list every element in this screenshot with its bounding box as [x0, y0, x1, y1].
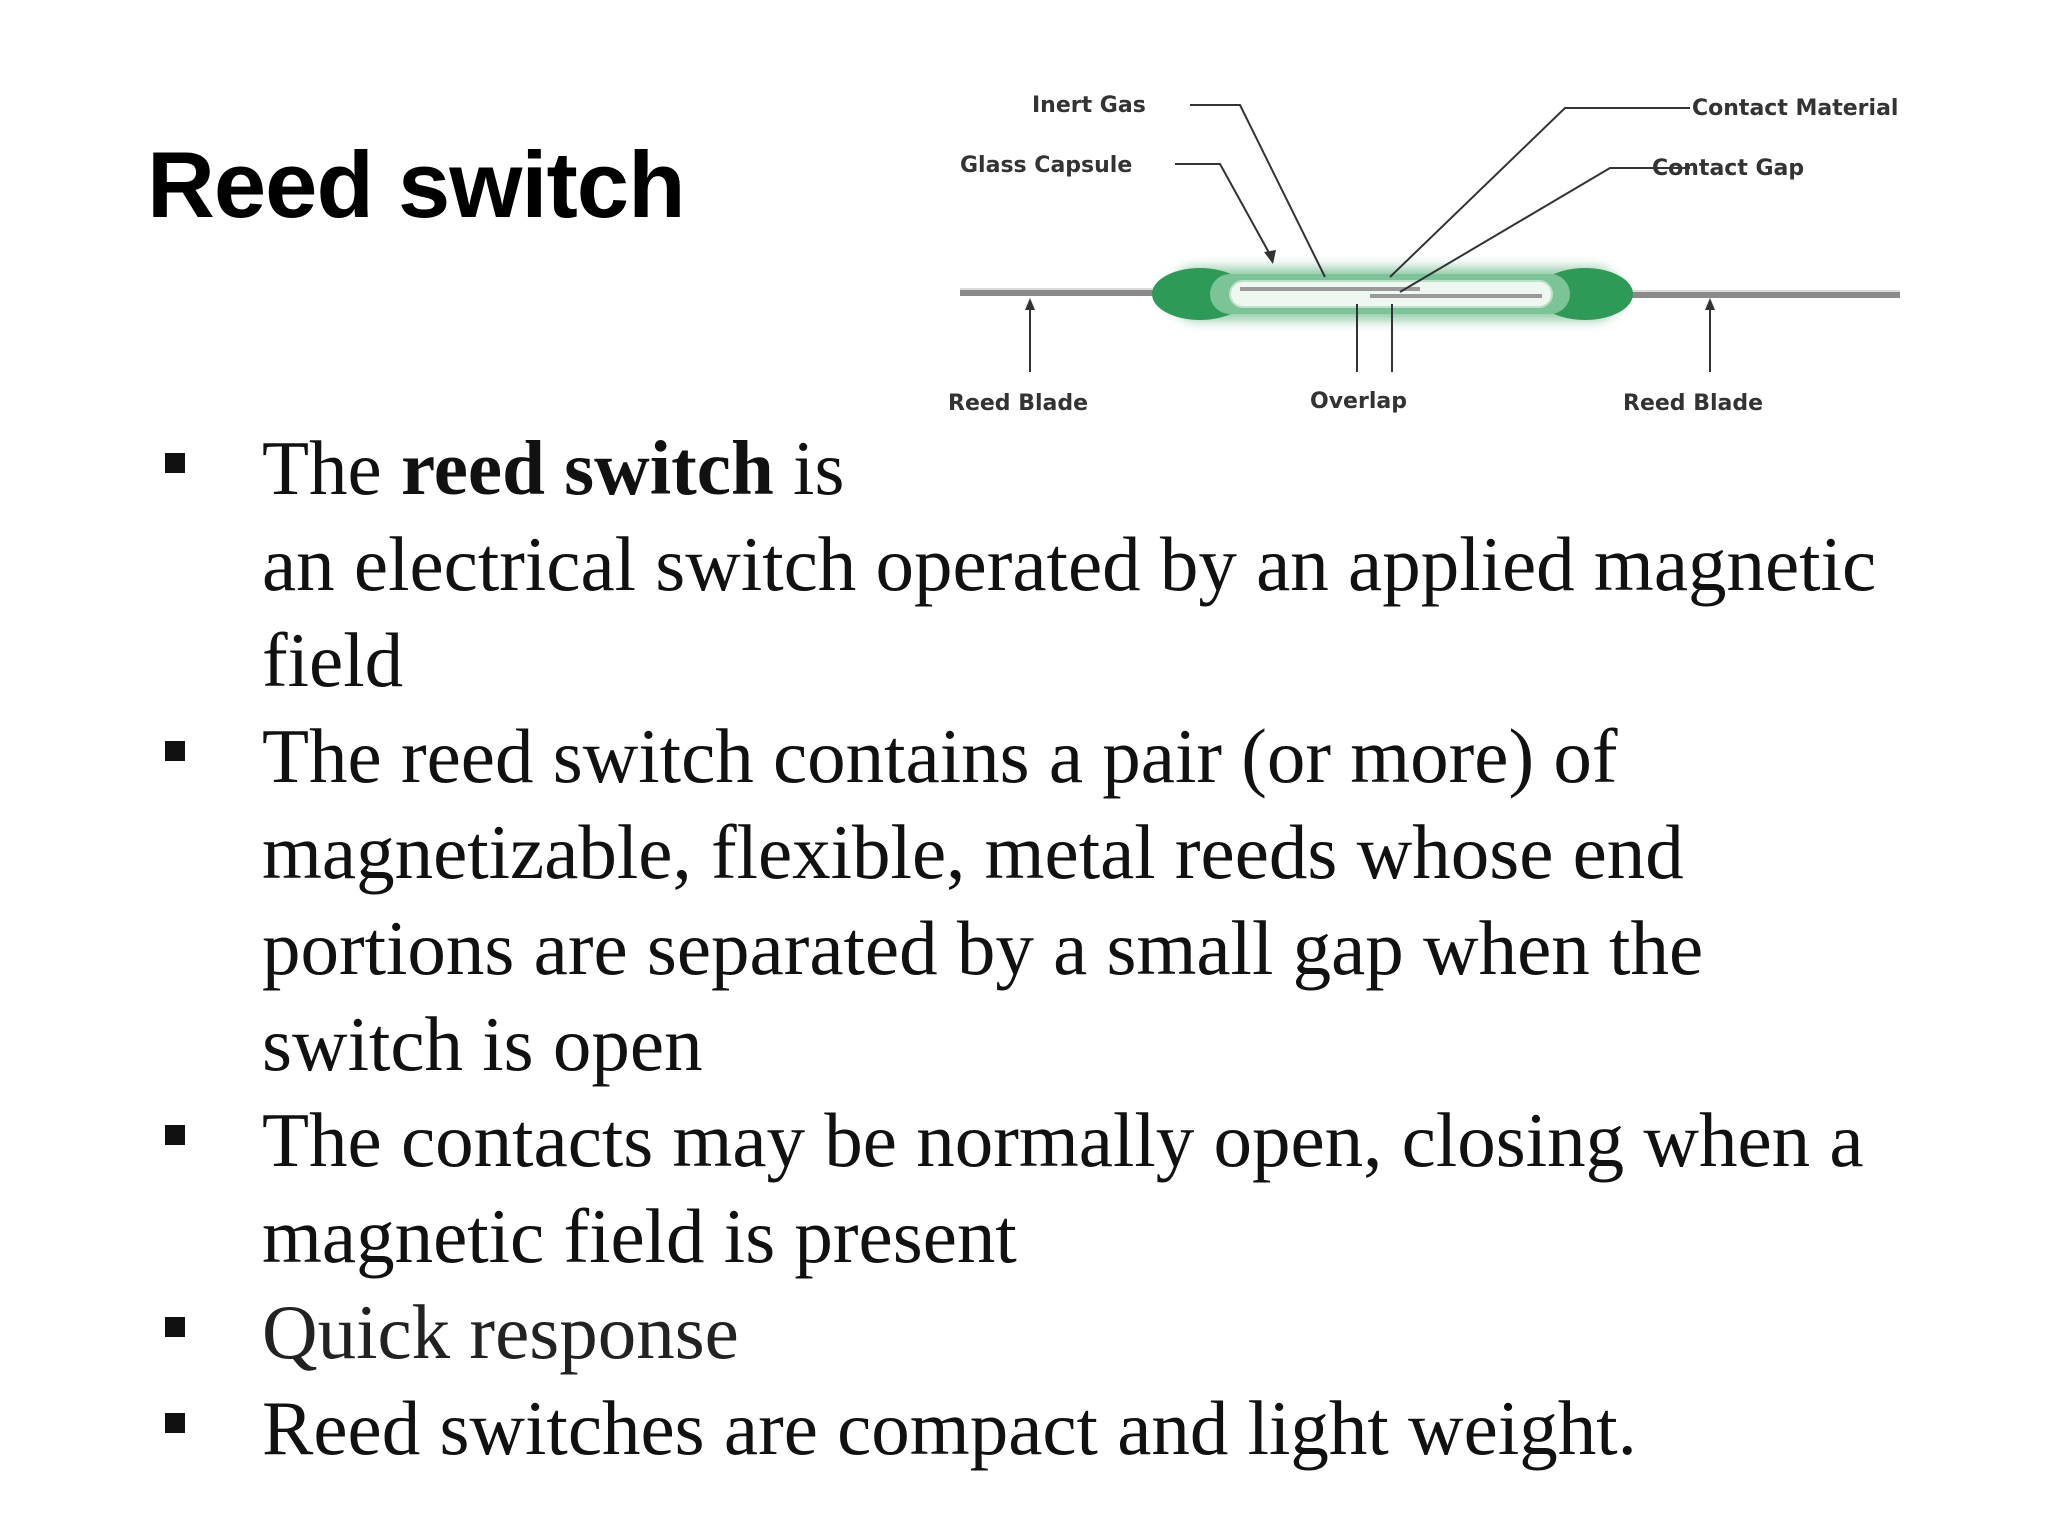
square-bullet-icon	[165, 741, 185, 761]
square-bullet-icon	[165, 453, 185, 473]
label-reed-blade-right: Reed Blade	[1623, 391, 1763, 416]
label-contact-material: Contact Material	[1692, 96, 1898, 121]
bullet-item: Reed switches are compact and light weig…	[160, 1380, 1960, 1476]
bullet-item: The contacts may be normally open, closi…	[160, 1092, 1960, 1284]
label-inert-gas: Inert Gas	[1032, 93, 1146, 118]
label-overlap: Overlap	[1310, 389, 1407, 414]
glass-capsule-leader	[1175, 163, 1274, 261]
contact-gap-leader	[1399, 167, 1690, 293]
label-glass-capsule: Glass Capsule	[960, 153, 1132, 178]
inert-gas-leader	[1190, 104, 1326, 278]
label-reed-blade-left: Reed Blade	[948, 391, 1088, 416]
bullet-list: The reed switch is an electrical switch …	[160, 420, 1960, 1476]
square-bullet-icon	[165, 1317, 185, 1337]
square-bullet-icon	[165, 1413, 185, 1433]
bullet-item: The reed switch contains a pair (or more…	[160, 708, 1960, 1092]
bullet-item: Quick response	[160, 1284, 1960, 1380]
slide-title: Reed switch	[147, 132, 685, 237]
square-bullet-icon	[165, 1125, 185, 1145]
reed-switch-diagram: Inert Gas Glass Capsule Contact Material…	[948, 93, 1900, 416]
label-contact-gap: Contact Gap	[1652, 156, 1804, 181]
contact-material-leader	[1389, 107, 1690, 278]
bold-term: reed switch	[400, 425, 774, 511]
bullet-item: The reed switch is an electrical switch …	[160, 420, 1960, 708]
